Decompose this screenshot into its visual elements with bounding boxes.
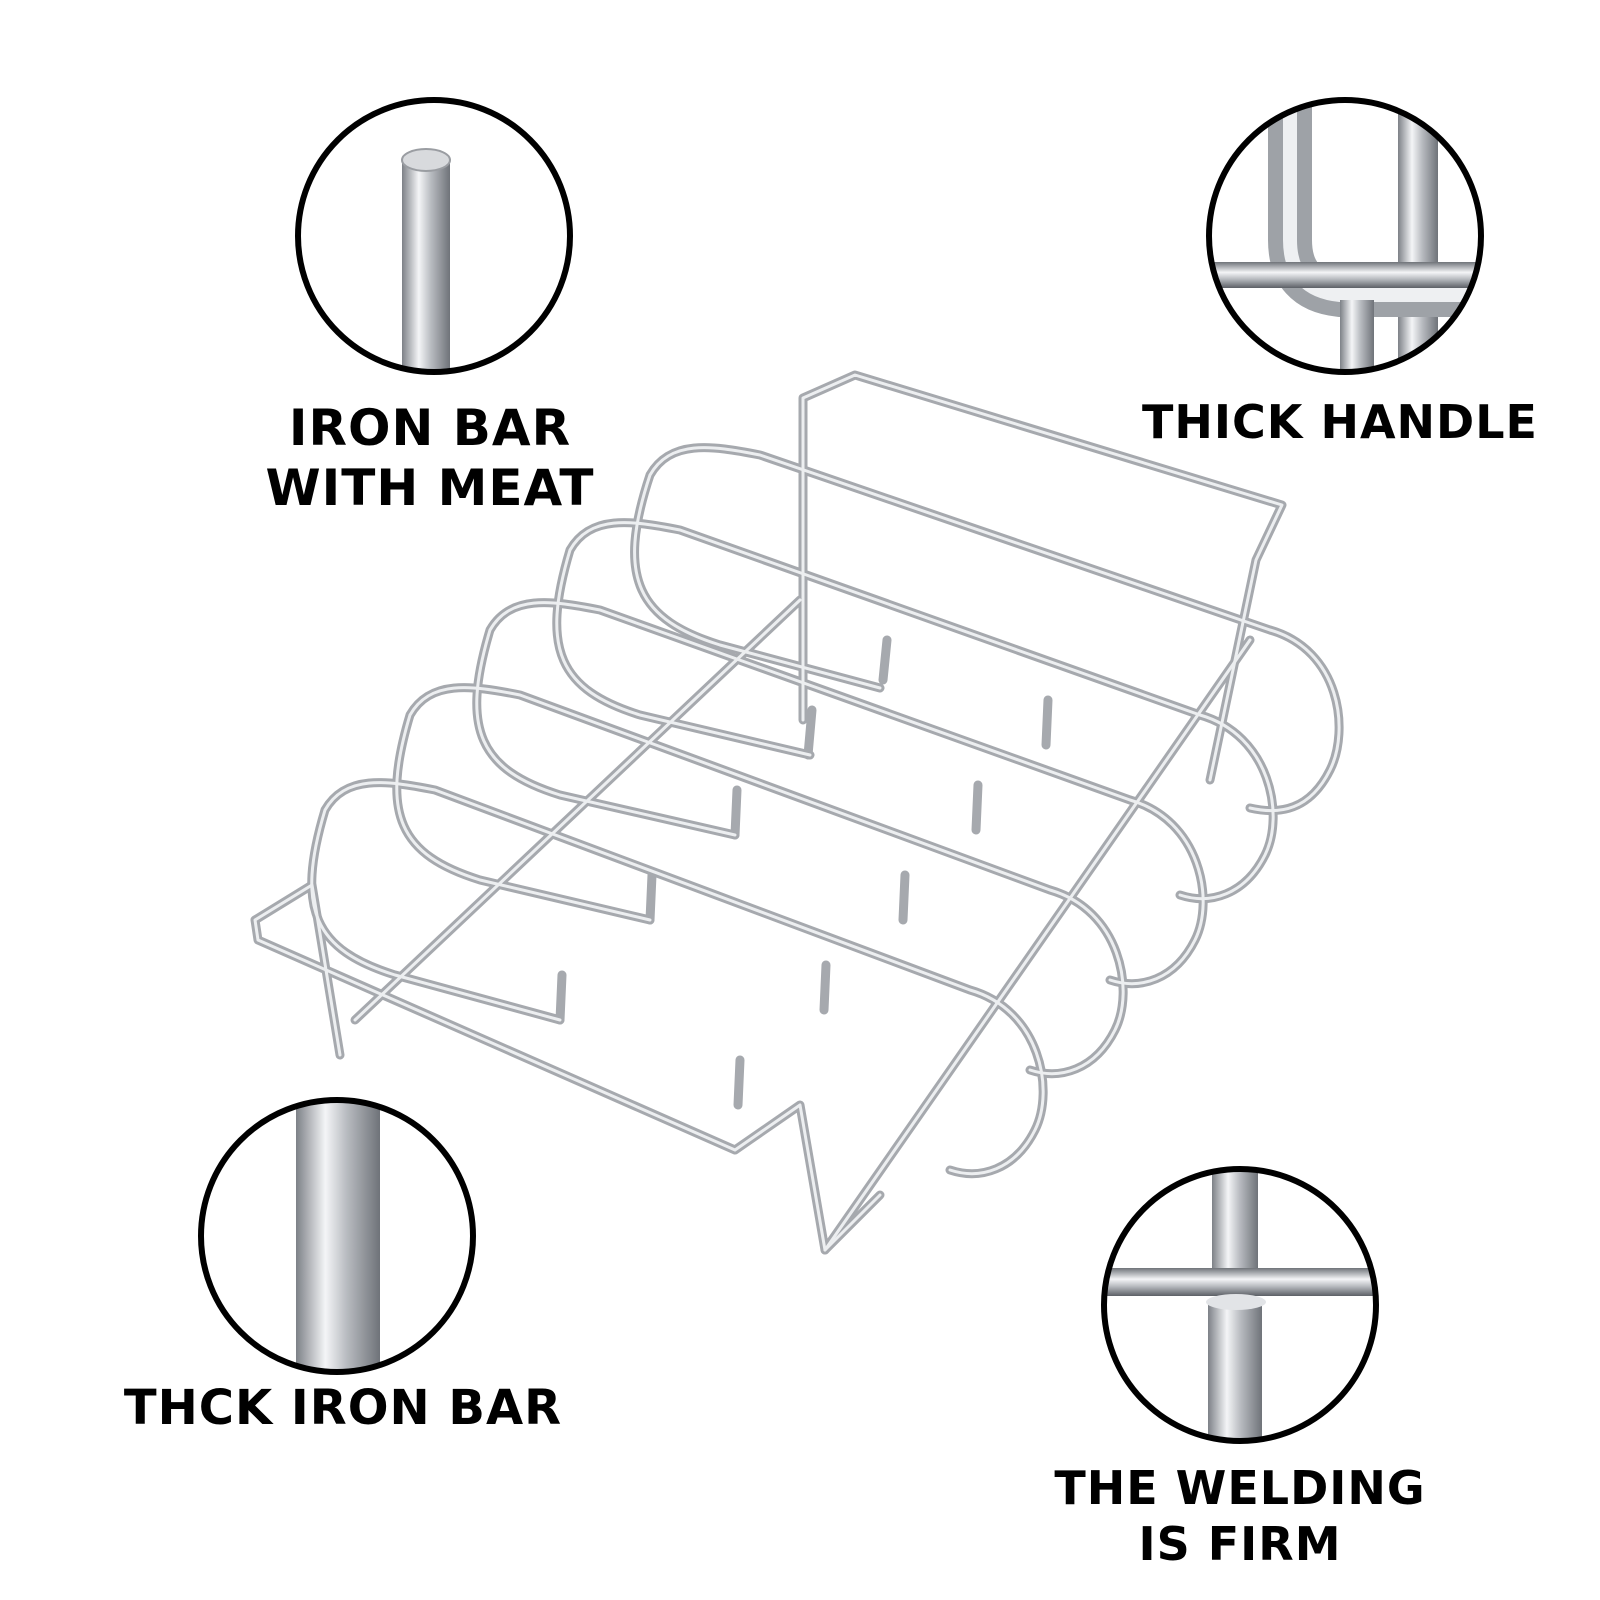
- iron-bar-label: IRON BAR WITH MEAT: [260, 398, 600, 518]
- thick-iron-bar-detail-circle: [198, 1097, 476, 1375]
- thick-iron-bar-label-text: THCK IRON BAR: [123, 1380, 563, 1436]
- rib-rack-wire: [250, 370, 1344, 1255]
- thick-iron-bar-label: THCK IRON BAR: [108, 1378, 578, 1438]
- thick-handle-label: THICK HANDLE: [1120, 392, 1560, 452]
- welding-detail-circle: [1101, 1166, 1379, 1444]
- iron-bar-detail-circle: [295, 97, 573, 375]
- iron-bar-label-line1: IRON BAR: [288, 399, 572, 457]
- thick-handle-detail-circle: [1206, 97, 1484, 375]
- welding-label: THE WELDING IS FIRM: [1030, 1460, 1450, 1572]
- welding-label-line2: IS FIRM: [1138, 1517, 1342, 1571]
- iron-bar-label-line2: WITH MEAT: [265, 459, 595, 517]
- thick-handle-label-text: THICK HANDLE: [1142, 395, 1538, 449]
- welding-label-line1: THE WELDING: [1054, 1461, 1426, 1515]
